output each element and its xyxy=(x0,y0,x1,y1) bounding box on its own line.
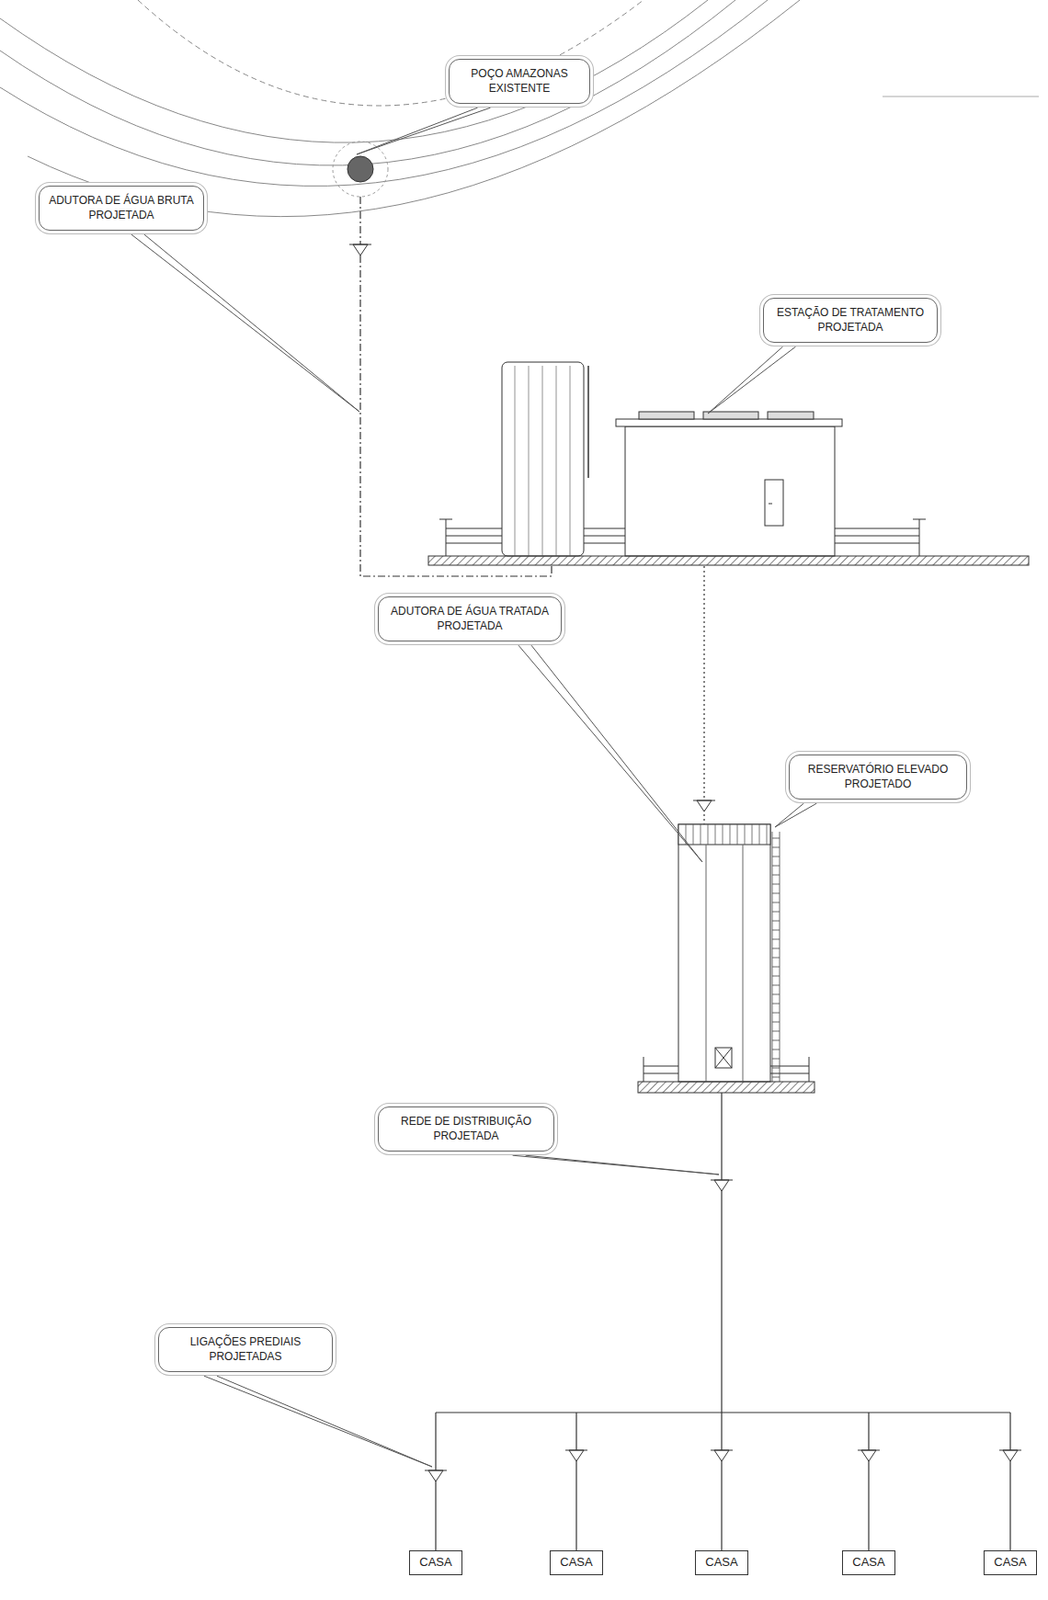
ladder-rung xyxy=(772,884,780,886)
reservoir-band xyxy=(729,824,731,845)
callout-box: RESERVATÓRIO ELEVADO PROJETADO xyxy=(788,754,968,800)
ladder-rung xyxy=(772,939,780,941)
flow-mark xyxy=(861,1450,877,1462)
callout-text: ESTAÇÃO DE TRATAMENTO PROJETADA xyxy=(771,306,930,335)
reservoir-band xyxy=(693,824,695,845)
ladder-rung xyxy=(772,1077,780,1079)
callout-box: ADUTORA DE ÁGUA TRATADA PROJETADA xyxy=(377,596,562,642)
callout-text: RESERVATÓRIO ELEVADO PROJETADO xyxy=(797,763,959,792)
ladder-rung xyxy=(772,957,780,959)
leader-line xyxy=(356,107,491,155)
flow-mark xyxy=(714,1450,730,1462)
reservoir-band xyxy=(759,824,761,845)
ladder-rung xyxy=(772,985,780,987)
ladder-rung xyxy=(772,1013,780,1014)
leader-line xyxy=(512,1155,719,1175)
ladder-rung xyxy=(772,838,780,840)
callout-text: ADUTORA DE ÁGUA TRATADA PROJETADA xyxy=(386,604,554,634)
ladder-rung xyxy=(772,856,780,858)
treatment-station xyxy=(428,362,1029,566)
ladder-rung xyxy=(772,948,780,950)
flow-mark xyxy=(710,1450,733,1452)
flow-mark xyxy=(349,244,372,246)
flow-mark xyxy=(353,244,368,256)
flow-mark xyxy=(696,800,712,812)
ladder-rail xyxy=(779,831,781,1083)
elevated-reservoir xyxy=(637,824,815,1094)
reservoir-band xyxy=(715,824,717,845)
callout-box: REDE DE DISTRIBUIÇÃO PROJETADA xyxy=(377,1106,555,1152)
well-symbol xyxy=(332,141,388,197)
terrain-contours xyxy=(0,0,1039,217)
house-box: CASA xyxy=(983,1550,1037,1576)
ladder-rung xyxy=(772,1022,780,1024)
ladder-rung xyxy=(772,865,780,867)
house-label: CASA xyxy=(699,1555,744,1572)
flow-mark xyxy=(693,800,716,802)
ladder-rung xyxy=(772,1068,780,1070)
flow-mark xyxy=(1002,1450,1018,1462)
house-box: CASA xyxy=(842,1550,896,1576)
house-label: CASA xyxy=(988,1555,1033,1572)
ladder-rung xyxy=(772,1003,780,1005)
ladder-rung xyxy=(772,930,780,932)
ladder-rail xyxy=(772,831,774,1083)
leader-line xyxy=(204,1376,433,1468)
ladder-rung xyxy=(772,911,780,913)
treated-water-main xyxy=(703,566,705,825)
ladder-rung xyxy=(772,921,780,923)
reservoir-band xyxy=(766,824,768,845)
flow-mark xyxy=(569,1450,584,1462)
flow-mark xyxy=(428,1470,444,1482)
reservoir-band xyxy=(751,824,753,845)
flow-mark xyxy=(857,1450,880,1452)
house-label: CASA xyxy=(554,1555,599,1572)
leader-line xyxy=(774,803,817,828)
ladder-rung xyxy=(772,967,780,969)
reservoir-band xyxy=(744,824,746,845)
callout-text: POÇO AMAZONAS EXISTENTE xyxy=(456,67,582,96)
ladder-rung xyxy=(772,902,780,904)
callout-box: ADUTORA DE ÁGUA BRUTA PROJETADA xyxy=(38,185,205,231)
reservoir-band xyxy=(722,824,724,845)
ladder-rung xyxy=(772,893,780,895)
flow-mark xyxy=(710,1180,733,1182)
ladder-rung xyxy=(772,875,780,877)
ladder-rung xyxy=(772,1031,780,1033)
reservoir-band xyxy=(700,824,702,845)
house-label: CASA xyxy=(413,1555,458,1572)
callout-box: ESTAÇÃO DE TRATAMENTO PROJETADA xyxy=(763,297,938,343)
ladder-rung xyxy=(772,976,780,978)
callout-text: REDE DE DISTRIBUIÇÃO PROJETADA xyxy=(386,1115,547,1144)
house-label: CASA xyxy=(846,1555,891,1572)
callout-box: LIGAÇÕES PREDIAIS PROJETADAS xyxy=(158,1327,333,1373)
flow-mark xyxy=(999,1450,1022,1452)
callout-text: ADUTORA DE ÁGUA BRUTA PROJETADA xyxy=(46,193,196,223)
ladder-rung xyxy=(772,994,780,996)
ladder-rung xyxy=(772,1049,780,1051)
ladder-rung xyxy=(772,1040,780,1042)
reservoir-band xyxy=(737,824,739,845)
ladder-rung xyxy=(772,1059,780,1060)
flow-mark xyxy=(714,1180,730,1192)
leader-line xyxy=(518,645,703,863)
flow-mark xyxy=(424,1470,447,1472)
leader-line xyxy=(131,234,360,412)
reservoir-band xyxy=(707,824,709,845)
ladder-rung xyxy=(772,847,780,849)
house-box: CASA xyxy=(549,1550,604,1576)
flow-marks xyxy=(424,1180,1022,1482)
house-box: CASA xyxy=(694,1550,749,1576)
leader-line xyxy=(707,346,797,414)
callout-box: POÇO AMAZONAS EXISTENTE xyxy=(448,58,591,104)
distribution-network xyxy=(435,1093,1011,1551)
callout-text: LIGAÇÕES PREDIAIS PROJETADAS xyxy=(166,1335,325,1365)
flow-mark xyxy=(565,1450,588,1452)
house-box: CASA xyxy=(409,1550,463,1576)
